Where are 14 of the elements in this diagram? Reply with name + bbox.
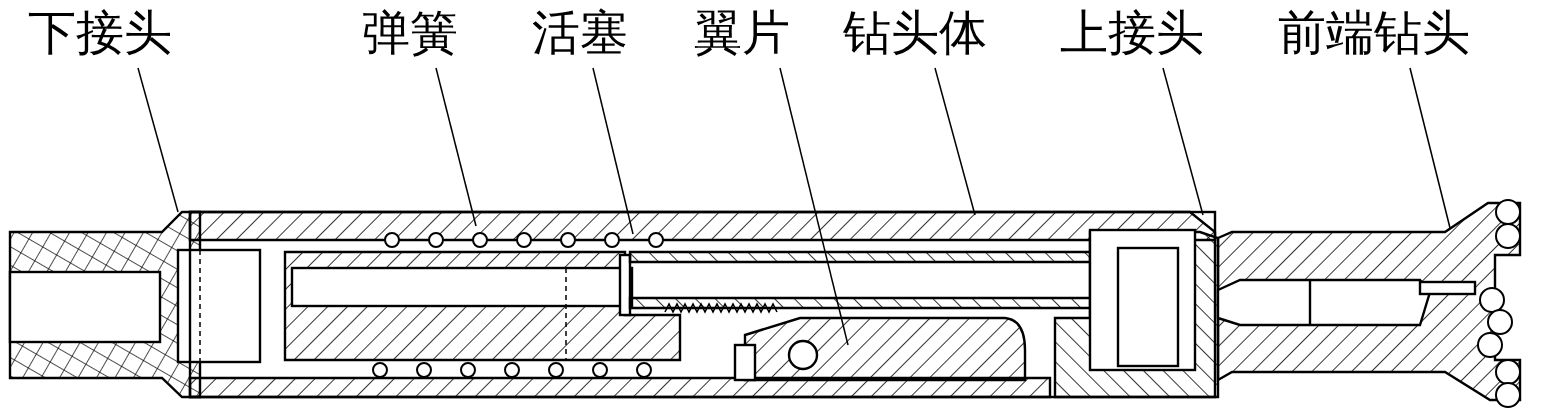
leader-line	[1162, 67, 1204, 216]
part-label: 弹簧	[362, 4, 458, 60]
part-label: 上接头	[1060, 4, 1204, 60]
part-label: 钻头体	[843, 4, 987, 60]
part-label: 活塞	[532, 4, 628, 60]
leader-line	[1409, 67, 1451, 229]
part-label: 前端钻头	[1278, 4, 1470, 60]
leader-line	[435, 67, 477, 227]
leader-line	[779, 67, 849, 346]
leader-line	[934, 67, 976, 216]
leader-line	[592, 67, 634, 235]
part-label: 下接头	[28, 4, 172, 60]
part-label: 翼片	[694, 4, 790, 60]
leader-line	[137, 67, 179, 213]
